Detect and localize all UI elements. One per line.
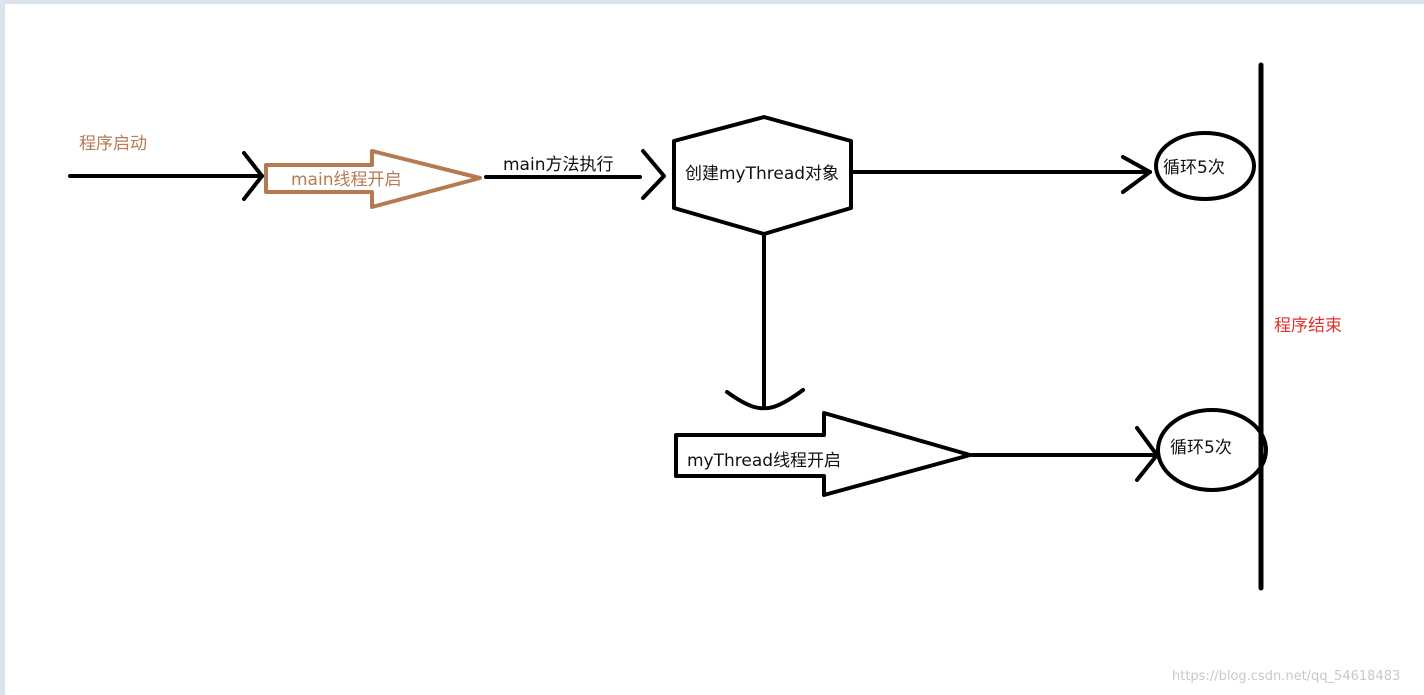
main-thread-block-arrow xyxy=(264,149,482,209)
main-loop-ellipse xyxy=(1154,131,1256,201)
program-start-label: 程序启动 xyxy=(79,134,147,154)
main-thread-open-label: main线程开启 xyxy=(291,170,402,190)
watermark-text: https://blog.csdn.net/qq_54618483 xyxy=(1172,669,1401,684)
start-connector-arrowhead xyxy=(242,151,264,201)
program-end-label: 程序结束 xyxy=(1274,316,1342,336)
main-method-exec-label: main方法执行 xyxy=(503,155,614,175)
thread-loop-label: 循环5次 xyxy=(1170,438,1232,458)
main-loop-label: 循环5次 xyxy=(1163,158,1225,178)
create-thread-connector-arrowhead xyxy=(725,388,805,411)
create-object-label: 创建myThread对象 xyxy=(685,164,840,184)
thread-loop-ellipse xyxy=(1156,408,1268,492)
thread-block-arrow xyxy=(674,411,972,497)
create-object-hexagon xyxy=(672,115,853,236)
main-exec-connector-arrowhead xyxy=(641,149,666,200)
object-to-loop-connector-arrowhead xyxy=(1121,155,1152,194)
thread-open-label: myThread线程开启 xyxy=(687,451,842,471)
